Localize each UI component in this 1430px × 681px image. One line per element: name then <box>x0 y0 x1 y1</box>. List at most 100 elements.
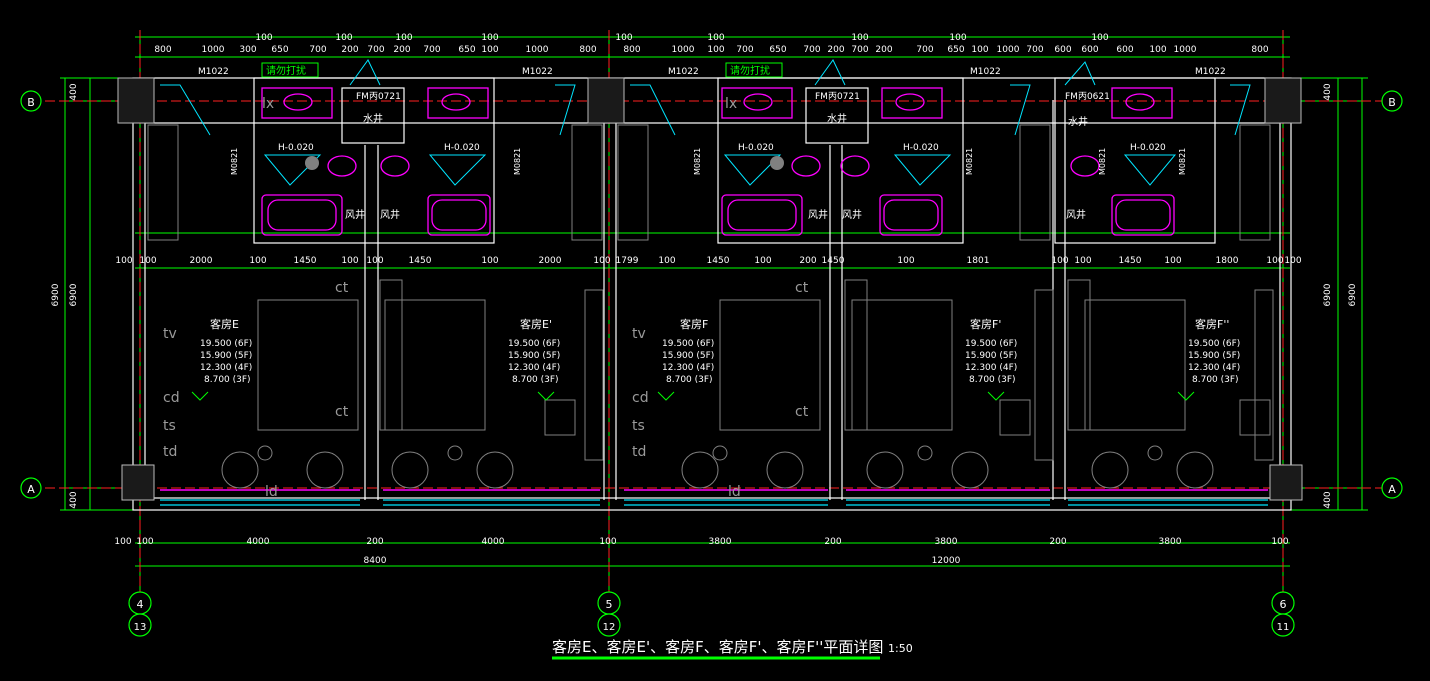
dimension-text: 100 <box>335 33 352 43</box>
dimension-text: 3800 <box>1159 537 1182 547</box>
room-levels: 19.500 (6F) 15.900 (5F) 12.300 (4F) 8.70… <box>200 339 1240 385</box>
door-tag: M1022 <box>970 67 1001 77</box>
axis-B-left: B <box>27 96 35 109</box>
dimension-text: 1000 <box>997 45 1020 55</box>
axis-A-left: A <box>27 483 35 496</box>
right-dim-bottom: 400 <box>1323 491 1333 508</box>
drawing-scale: 1:50 <box>888 642 913 655</box>
dimension-text: 1450 <box>294 256 317 266</box>
dimension-text: 3800 <box>709 537 732 547</box>
bath-door-tags: M0821 M0821 M0821 M0821 M0821 M0821 <box>230 148 1187 175</box>
dimension-text: 100 <box>114 537 131 547</box>
door-tag: M1022 <box>522 67 553 77</box>
dimension-text: 100 <box>1074 256 1091 266</box>
bath-door-tag: M0821 <box>693 148 702 175</box>
right-dim-overall-2: 6900 <box>1348 283 1358 306</box>
dimension-text: 100 <box>1271 537 1288 547</box>
dimension-text: 100 <box>1149 45 1166 55</box>
door-tag: M1022 <box>668 67 699 77</box>
dimension-text: 100 <box>481 256 498 266</box>
drawing-title: 客房E、客房E'、客房F、客房F'、客房F''平面详图 <box>552 638 883 656</box>
fm-tag: FM丙0721 <box>815 91 860 102</box>
dimension-text: 1450 <box>1119 256 1142 266</box>
room-level: 15.900 (5F) <box>1188 351 1240 361</box>
outlet-code: ld <box>265 484 278 500</box>
room-name: 客房E <box>210 317 239 331</box>
vertical-dims: 400 6900 400 400 6900 400 6900 6900 <box>51 83 1358 508</box>
furniture <box>147 124 1274 489</box>
outlet-codes: tv cd ts td tv cd ts td ct ct ct ct lx l… <box>163 96 809 500</box>
right-dim-overall: 6900 <box>1323 283 1333 306</box>
bath-door-tag: M0821 <box>230 148 239 175</box>
dimension-text: 600 <box>1116 45 1133 55</box>
dimension-text: 1799 <box>616 256 639 266</box>
left-dim-overall-2: 6900 <box>51 283 61 306</box>
dimension-text: 650 <box>271 45 288 55</box>
dimension-text: 650 <box>947 45 964 55</box>
total-dims: 8400 12000 <box>364 556 961 566</box>
walls <box>132 77 1292 511</box>
room-level: 12.300 (4F) <box>662 363 714 373</box>
dimension-text: 100 <box>1266 256 1283 266</box>
outlet-code: ct <box>335 280 349 296</box>
dimension-text: 100 <box>136 537 153 547</box>
axis-5: 5 <box>606 598 613 611</box>
dimension-text: 1801 <box>967 256 990 266</box>
vent-shaft: 风井 <box>345 208 365 221</box>
room-name: 客房E' <box>520 317 552 331</box>
dimension-text: 200 <box>393 45 410 55</box>
total-dim-right: 12000 <box>932 556 961 566</box>
dimension-text: 100 <box>1091 33 1108 43</box>
fm-tag: FM丙0621 <box>1065 91 1110 102</box>
dimension-text: 100 <box>1164 256 1181 266</box>
room-level: 12.300 (4F) <box>965 363 1017 373</box>
dimension-text: 200 <box>824 537 841 547</box>
dimension-text: 100 <box>851 33 868 43</box>
floor-levels: H-0.020 H-0.020 H-0.020 H-0.020 H-0.020 <box>278 143 1166 153</box>
floor-level: H-0.020 <box>278 143 314 153</box>
door-swings <box>160 59 1251 136</box>
outlet-code: lx <box>262 96 274 112</box>
outlet-code: td <box>632 444 646 460</box>
dimension-text: 100 <box>707 45 724 55</box>
dimension-text: 800 <box>623 45 640 55</box>
water-shaft: 水井 <box>1068 115 1088 128</box>
dimension-text: 700 <box>803 45 820 55</box>
level-markers <box>191 391 1195 401</box>
dnd-label: 请勿打扰 <box>730 64 770 77</box>
dimension-text: 1800 <box>1216 256 1239 266</box>
room-level: 19.500 (6F) <box>965 339 1017 349</box>
dimension-text: 200 <box>366 537 383 547</box>
dimension-text: 100 <box>115 256 132 266</box>
dimension-text: 100 <box>249 256 266 266</box>
room-labels: 客房E 客房E' 客房F 客房F' 客房F'' <box>210 317 1229 331</box>
dimension-text: 700 <box>851 45 868 55</box>
dimension-text: 200 <box>341 45 358 55</box>
vent-shaft: 风井 <box>842 208 862 221</box>
dimension-text: 800 <box>579 45 596 55</box>
dimension-text: 600 <box>1054 45 1071 55</box>
dimension-text: 1000 <box>672 45 695 55</box>
total-dim-left: 8400 <box>364 556 387 566</box>
dimension-text: 100 <box>255 33 272 43</box>
outlet-code: ts <box>632 418 645 434</box>
room-level: 15.900 (5F) <box>965 351 1017 361</box>
dimension-text: 650 <box>458 45 475 55</box>
dimension-text: 4000 <box>247 537 270 547</box>
axis-4: 4 <box>137 598 144 611</box>
room-name: 客房F'' <box>1195 317 1229 331</box>
floor-level: H-0.020 <box>903 143 939 153</box>
vent-shaft: 风井 <box>1066 208 1086 221</box>
room-level: 15.900 (5F) <box>200 351 252 361</box>
axis-6: 6 <box>1280 598 1287 611</box>
dimension-text: 1000 <box>1174 45 1197 55</box>
left-dim-overall: 6900 <box>69 283 79 306</box>
dimension-text: 700 <box>1026 45 1043 55</box>
dimension-text: 1450 <box>409 256 432 266</box>
window-glazing <box>160 499 1268 506</box>
dimension-text: 100 <box>366 256 383 266</box>
dimension-text: 100 <box>481 45 498 55</box>
